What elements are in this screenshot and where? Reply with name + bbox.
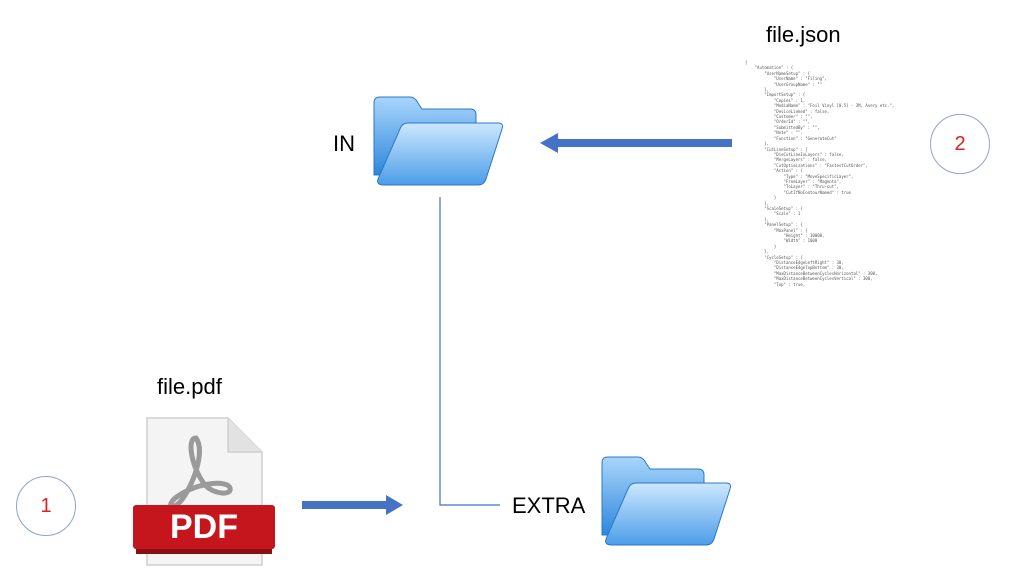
- json-line: "MediaName" : "Foil Vinyl [0.5] - 3M, Av…: [745, 103, 895, 109]
- json-line: {: [745, 60, 748, 65]
- step-1-badge: 1: [16, 476, 76, 536]
- json-line: "SubmittedBy" : "",: [745, 124, 820, 130]
- json-line: "CycleSetup" : {: [745, 254, 803, 260]
- json-line: "Copies" : 1,: [745, 97, 806, 103]
- json-line: "ImportSetup" : {: [745, 92, 806, 98]
- json-line: "MaxPanel" : {: [745, 227, 808, 233]
- json-line: "Automation" : {: [745, 65, 794, 71]
- json-line: "PanelSetup" : {: [745, 222, 803, 228]
- json-line: "DistanceEdgeLeftRight" : 30,: [745, 260, 844, 266]
- json-line: "CutLineSetup" : {: [745, 146, 808, 152]
- in-folder-label: IN: [333, 131, 355, 156]
- json-line: },: [745, 141, 770, 147]
- json-line: "MaxDistanceBetweenCyclesVertical" : 300…: [745, 276, 873, 282]
- arrow-json-to-in: [540, 133, 732, 153]
- json-line: "ScaleSetup" : {: [745, 205, 803, 211]
- folder-icon: [601, 456, 731, 546]
- pdf-badge: PDF: [170, 507, 238, 546]
- json-line: }: [745, 243, 777, 249]
- folder-icon: [373, 96, 503, 186]
- json-line: },: [745, 200, 770, 206]
- file-pdf-label: file.pdf: [157, 374, 222, 399]
- json-line: "CutOptimizations" : "FastestCutOrder",: [745, 162, 868, 168]
- json-line: "UserName" : "Filing",: [745, 76, 827, 82]
- json-line: "Width" : 1000: [745, 238, 818, 244]
- pdf-file-icon: [133, 417, 275, 566]
- json-line: "OrderId" : "",: [745, 119, 811, 125]
- flow-line: [439, 197, 500, 506]
- json-line: },: [745, 249, 770, 255]
- json-line: "Scale" : 1: [745, 211, 801, 217]
- arrow-pdf-to-extra: [302, 495, 403, 515]
- json-line: },: [745, 87, 770, 93]
- json-line: "DistanceEdgeTopBottom" : 30,: [745, 265, 844, 271]
- json-line: "UserGroupName" : "": [745, 81, 823, 87]
- json-line: "Customer" : "",: [745, 114, 813, 120]
- json-line: "CutIfNoContourNamed" : true: [745, 189, 851, 195]
- json-line: },: [745, 216, 770, 222]
- json-line: "Height" : 10000,: [745, 233, 825, 238]
- json-line: "ToLayer" : "Thru-cut",: [745, 184, 839, 190]
- json-line: "Function" : "GenerateCut": [745, 135, 837, 141]
- json-line: "Top" : true,: [745, 281, 806, 287]
- json-line: "UserNameSetup" : {: [745, 70, 811, 76]
- file-json-label: file.json: [766, 22, 841, 47]
- step-2-badge: 2: [930, 114, 990, 174]
- json-line: "Action" : {: [745, 168, 803, 174]
- json-file-preview: { "Automation" : { "UserNameSetup" : { "…: [745, 60, 894, 287]
- json-line: "Note" : "",: [745, 130, 803, 136]
- json-line: "MergeLayers" : false,: [745, 157, 827, 163]
- json-line: "DeviceLinked" : false,: [745, 108, 830, 114]
- json-line: "FromLayer" : "Magenta",: [745, 178, 842, 184]
- extra-folder-label: EXTRA: [512, 493, 586, 518]
- json-line: "Type" : "MoveSpecificLayer",: [745, 173, 854, 179]
- json-line: "DieCutLineInLayers" : false,: [745, 151, 844, 157]
- json-line: }: [745, 195, 777, 201]
- json-line: "MaxDistanceBetweenCyclesHorizontal" : 3…: [745, 270, 878, 276]
